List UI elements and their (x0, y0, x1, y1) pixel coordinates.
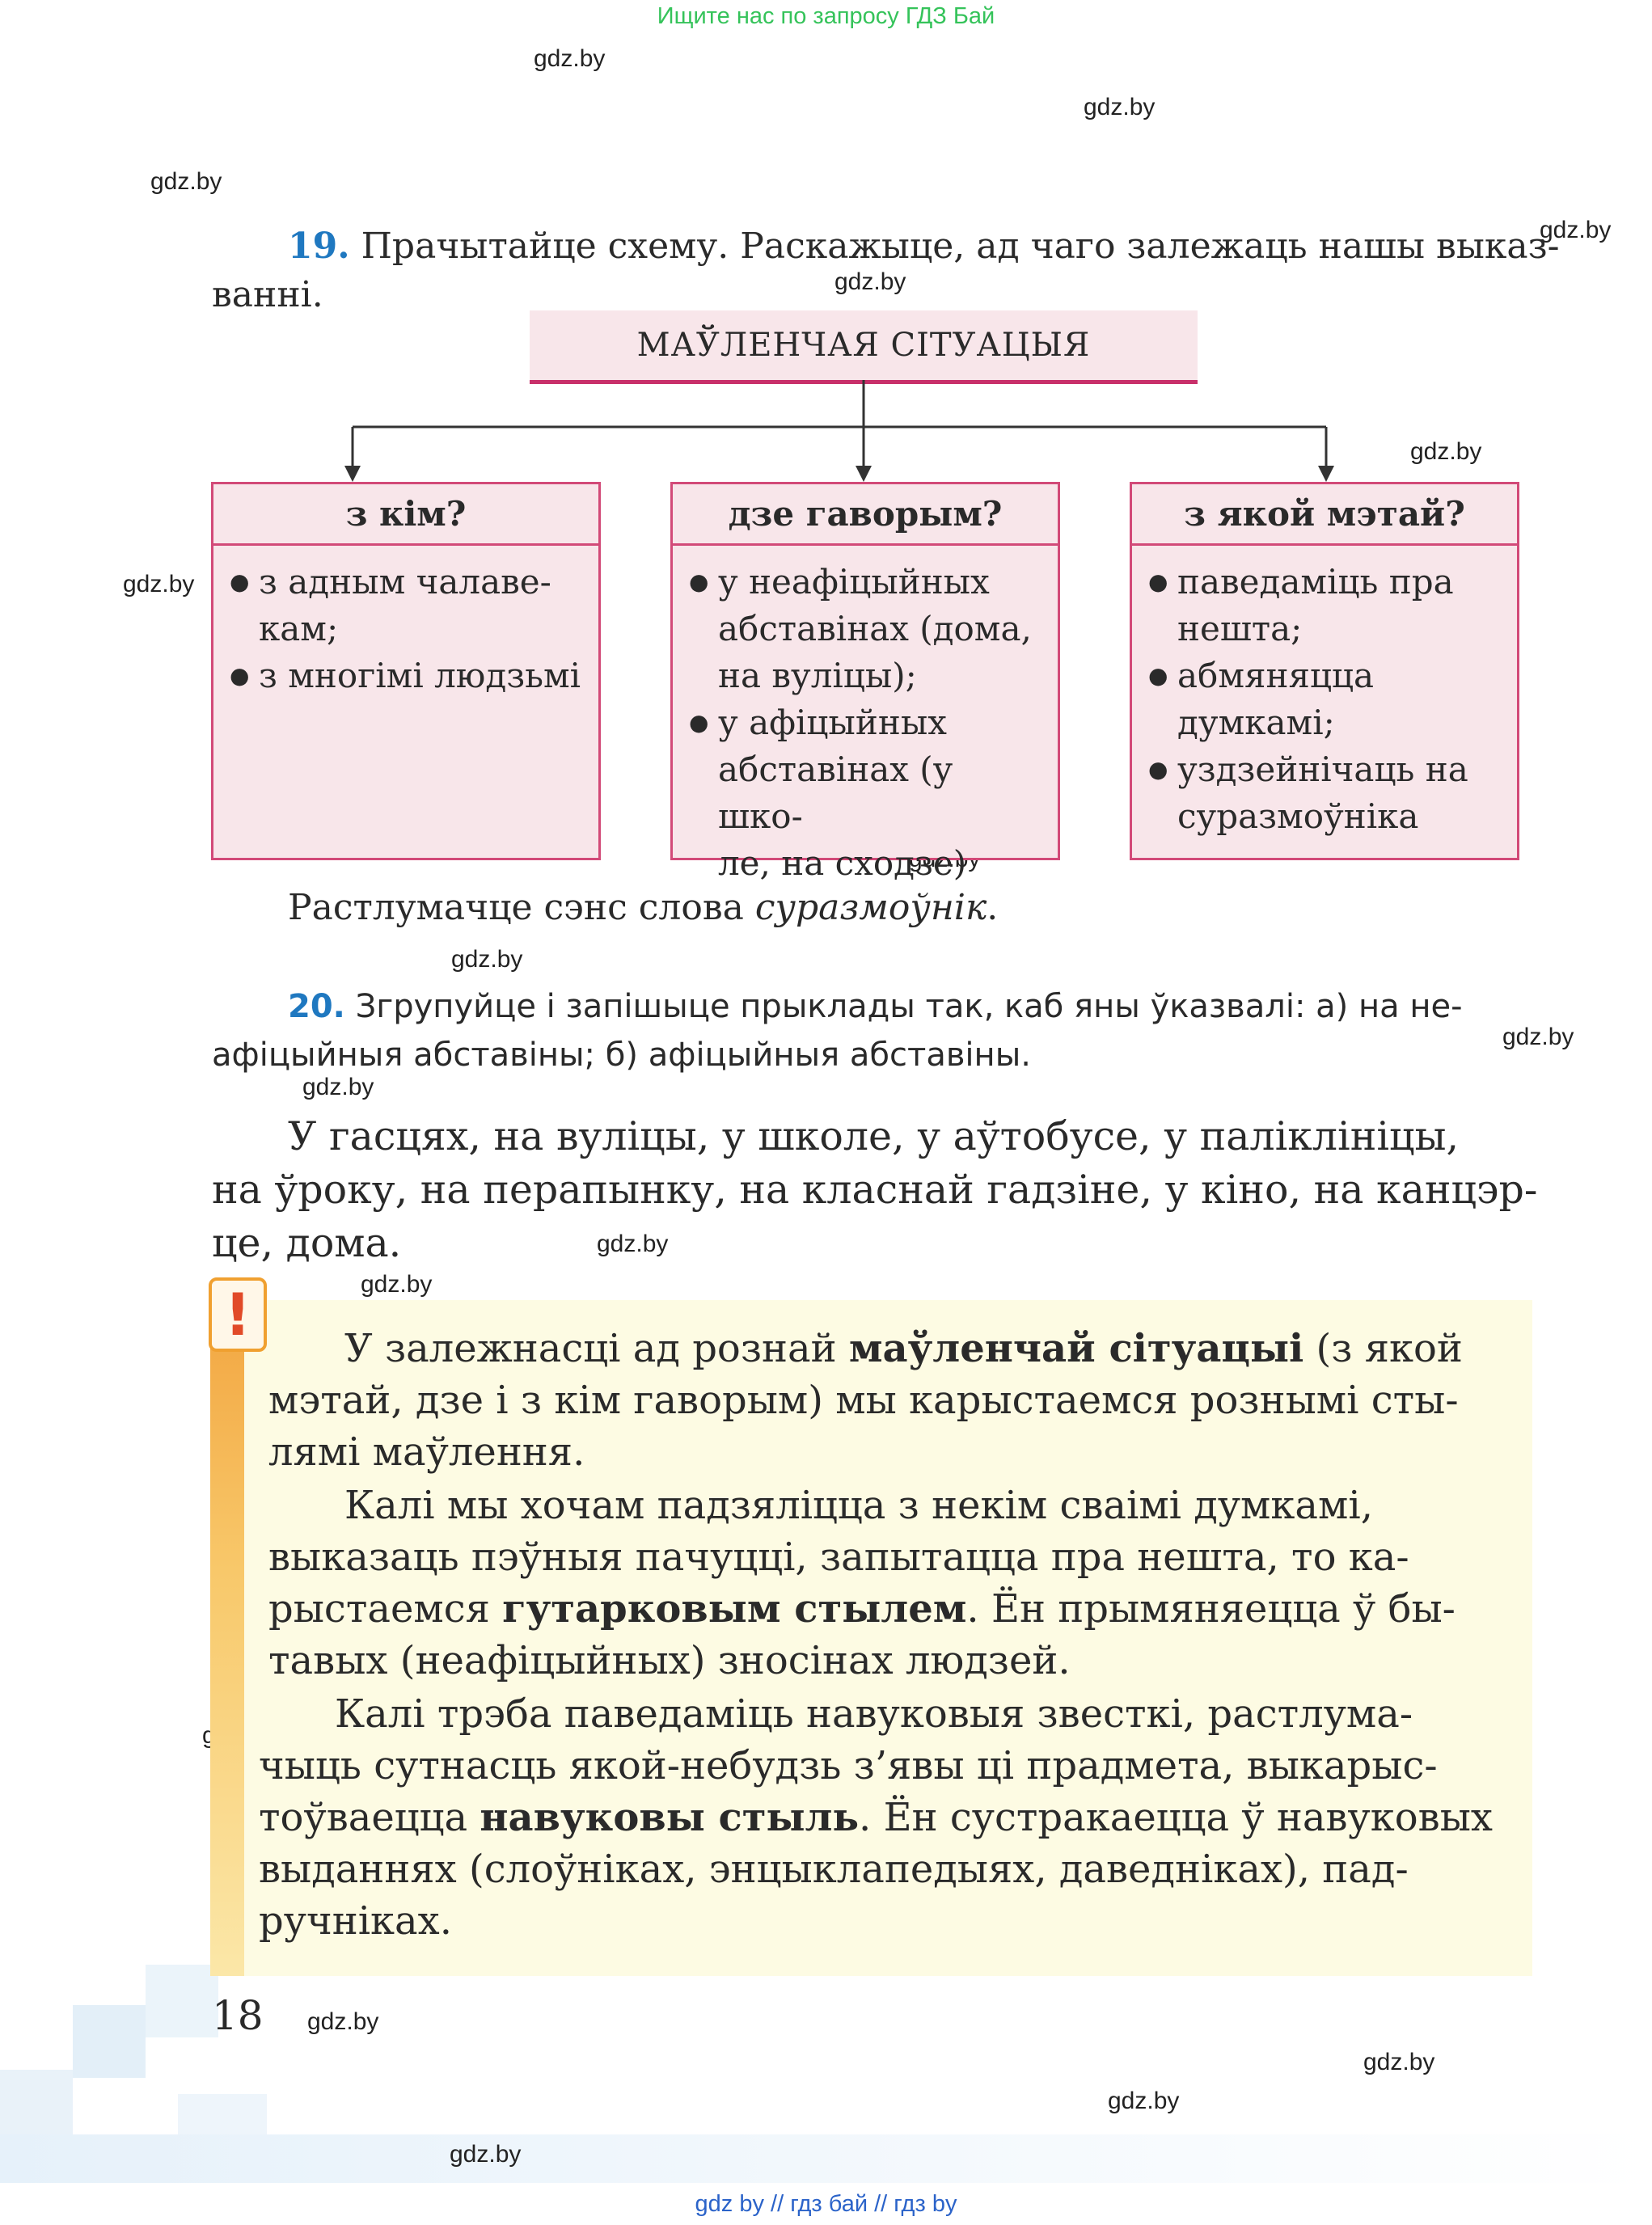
rule-p3-line3: тоўваецца навуковы стыль. Ён сустракаецц… (259, 1795, 1493, 1840)
explain-task: Растлумачце сэнс слова суразмоўнік. (288, 887, 999, 928)
watermark: gdz.by (834, 268, 906, 295)
watermark: gdz.by (150, 168, 222, 195)
examples-line2: на ўроку, на перапынку, на класнай гадзі… (212, 1167, 1538, 1213)
exclamation-icon: ! (209, 1277, 267, 1352)
list-item: з адным чалаве-кам; (230, 559, 589, 652)
column-heading: з якой мэтай? (1132, 484, 1517, 546)
rule-box-accent (210, 1300, 244, 1976)
page-number: 18 (212, 1992, 264, 2039)
decor-square (73, 2005, 146, 2078)
decor-band (0, 2134, 1652, 2183)
watermark: gdz.by (1363, 2049, 1435, 2075)
exercise-20-line2: афіцыйныя абставіны; б) афіцыйныя абстав… (212, 1037, 1031, 1074)
term-word: суразмоўнік (754, 887, 987, 928)
examples-line3: це, дома. (212, 1220, 402, 1266)
watermark: gdz.by (1084, 94, 1156, 120)
decor-square (146, 1965, 218, 2037)
watermark: gdz.by (1540, 217, 1612, 243)
top-note[interactable]: Ищите нас по запросу ГДЗ Бай (657, 3, 995, 29)
rule-p3-line2: чыць сутнасць якой-небудзь з’явы ці прад… (259, 1743, 1438, 1788)
scheme-column-who: з кім? з адным чалаве-кам; з многімі люд… (211, 482, 601, 860)
exercise-number: 20. (288, 988, 345, 1025)
rule-p1-line1: У залежнасці ад рознай маўленчай сітуацы… (344, 1326, 1463, 1371)
watermark: gdz.by (1108, 2088, 1180, 2114)
exercise-number: 19. (288, 226, 350, 267)
watermark: gdz.by (123, 571, 195, 597)
watermark: gdz.by (534, 45, 606, 72)
decor-square (0, 2070, 73, 2143)
watermark: gdz.by (307, 2008, 379, 2035)
watermark: gdz.by (302, 1074, 374, 1100)
rule-p3-line4: выданнях (слоўніках, энцыклапедыях, даве… (259, 1847, 1409, 1892)
rule-p1-line3: лямі маўлення. (268, 1429, 585, 1475)
rule-p2-line3: рыстаемся гутарковым стылем. Ён прымяняе… (268, 1586, 1456, 1632)
list-item: з многімі людзьмі (230, 652, 589, 699)
watermark: gdz.by (1410, 438, 1482, 465)
watermark: gdz.by (1502, 1024, 1574, 1050)
column-heading: дзе гаворым? (673, 484, 1058, 546)
rule-p2-line2: выказаць пэўныя пачуцці, запытацца пра н… (268, 1535, 1409, 1580)
watermark: gdz.by (597, 1231, 669, 1257)
rule-p3-line5: ручніках. (259, 1898, 452, 1944)
watermark: gdz.by (450, 2141, 522, 2168)
exercise-text: Прачытайце схему. Раскажыце, ад чаго зал… (361, 226, 1560, 267)
exercise-20-line1: 20. Згрупуйце і запішыце прыклады так, к… (288, 983, 1463, 1030)
exercise-19-line1: 19. Прачытайце схему. Раскажыце, ад чаго… (288, 223, 1559, 270)
scheme-connectors (344, 380, 1334, 482)
rule-box (210, 1300, 1532, 1976)
rule-p2-line1: Калі мы хочам падзяліцца з некім сваімі … (344, 1483, 1373, 1528)
examples-line1: У гасцях, на вуліцы, у школе, у аўтобусе… (288, 1113, 1460, 1159)
watermark: gdz.by (361, 1271, 433, 1298)
footer-links[interactable]: gdz by // гдз бай // гдз by (695, 2191, 957, 2217)
column-heading: з кім? (213, 484, 598, 546)
exercise-text: Згрупуйце і запішыце прыклады так, каб я… (355, 988, 1463, 1025)
rule-p3-line1: Калі трэба паведаміць навуковыя звесткі,… (335, 1691, 1413, 1737)
rule-p1-line2: мэтай, дзе і з кім гаворым) мы карыстаем… (268, 1378, 1459, 1423)
rule-p2-line4: тавых (неафіцыйных) зносінах людзей. (268, 1638, 1071, 1683)
exercise-19-line2: ванні. (212, 274, 323, 315)
watermark: gdz.by (451, 946, 523, 973)
